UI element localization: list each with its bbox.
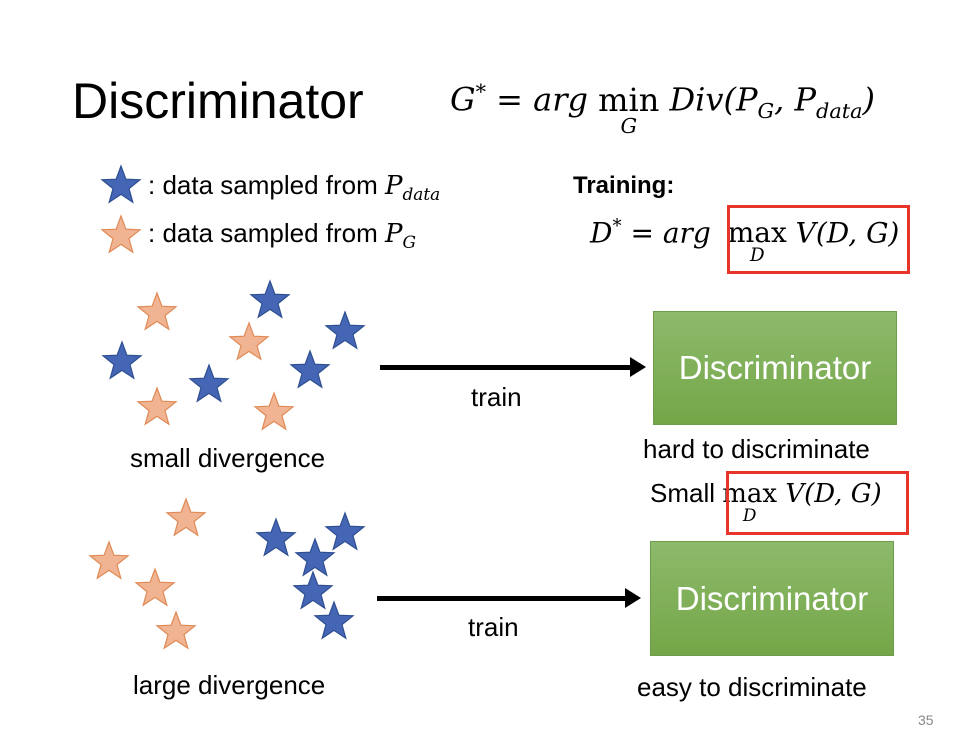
formula-part: arg [533,80,599,119]
formula-part: data [402,184,441,205]
legend-item-data: : data sampled from Pdata [148,170,440,204]
formula-part: P [385,171,403,201]
legend-label: : data sampled from [148,218,385,248]
formula-part: min [598,80,660,119]
formula-part: V(D, G) [777,479,882,509]
legend-item-generated: : data sampled from PG [148,218,416,252]
train-arrow [377,588,641,608]
result-text: easy to discriminate [637,672,867,702]
blue-star-icon [324,310,366,350]
slide-title: Discriminator [72,73,364,129]
formula-part: max [722,479,778,509]
formula-part: data [816,99,863,124]
orange-star-icon [253,391,295,431]
formula-part: P [385,219,403,249]
formula-part: * [475,80,486,104]
formula-part: Small [650,478,723,508]
result-text: hard to discriminate [643,434,870,464]
blue-star-icon [255,517,297,557]
orange-star-icon [136,386,178,426]
blue-star-icon [289,349,331,389]
formula-part: D [590,216,613,250]
blue-star-icon [249,279,291,319]
orange-star-icon [100,214,142,254]
discriminator-box: Discriminator [653,311,897,425]
blue-star-icon [313,600,355,640]
blue-star-icon [294,537,336,577]
training-label: Training: [573,172,675,199]
formula-part: G [620,113,638,138]
blue-star-icon [101,340,143,380]
blue-star-icon [292,570,334,610]
arrow-label: train [468,612,519,642]
blue-star-icon [324,511,366,551]
orange-star-icon [88,540,130,580]
formula-part: G [450,80,476,119]
orange-star-icon [155,610,197,650]
formula-part: G [402,232,417,253]
caption: small divergence [130,443,326,473]
caption: large divergence [133,670,326,700]
orange-star-icon [228,321,270,361]
formula-part: G [757,99,775,124]
formula-part: , P [774,80,816,119]
blue-star-icon [188,363,230,403]
formula-part: V(D, G) [786,216,900,250]
formula-part: * [612,216,622,237]
formula-part: D [749,245,765,267]
arrow-label: train [471,382,522,412]
highlight-box [727,205,910,274]
blue-star-icon [100,164,142,204]
highlight-box [726,471,909,535]
formula-part: = [485,80,534,119]
formula-part: arg [662,216,720,250]
formula-part: D [742,505,757,525]
orange-star-icon [134,567,176,607]
legend-label: : data sampled from [148,170,385,200]
orange-star-icon [165,497,207,537]
formula-part: Div(P [659,80,758,119]
orange-star-icon [136,291,178,331]
formula-part: ) [862,80,875,119]
train-arrow [380,357,646,377]
formula-part: = [621,216,663,250]
formula-part: max [727,216,787,250]
page-number: 35 [918,712,934,728]
discriminator-box: Discriminator [650,541,894,656]
